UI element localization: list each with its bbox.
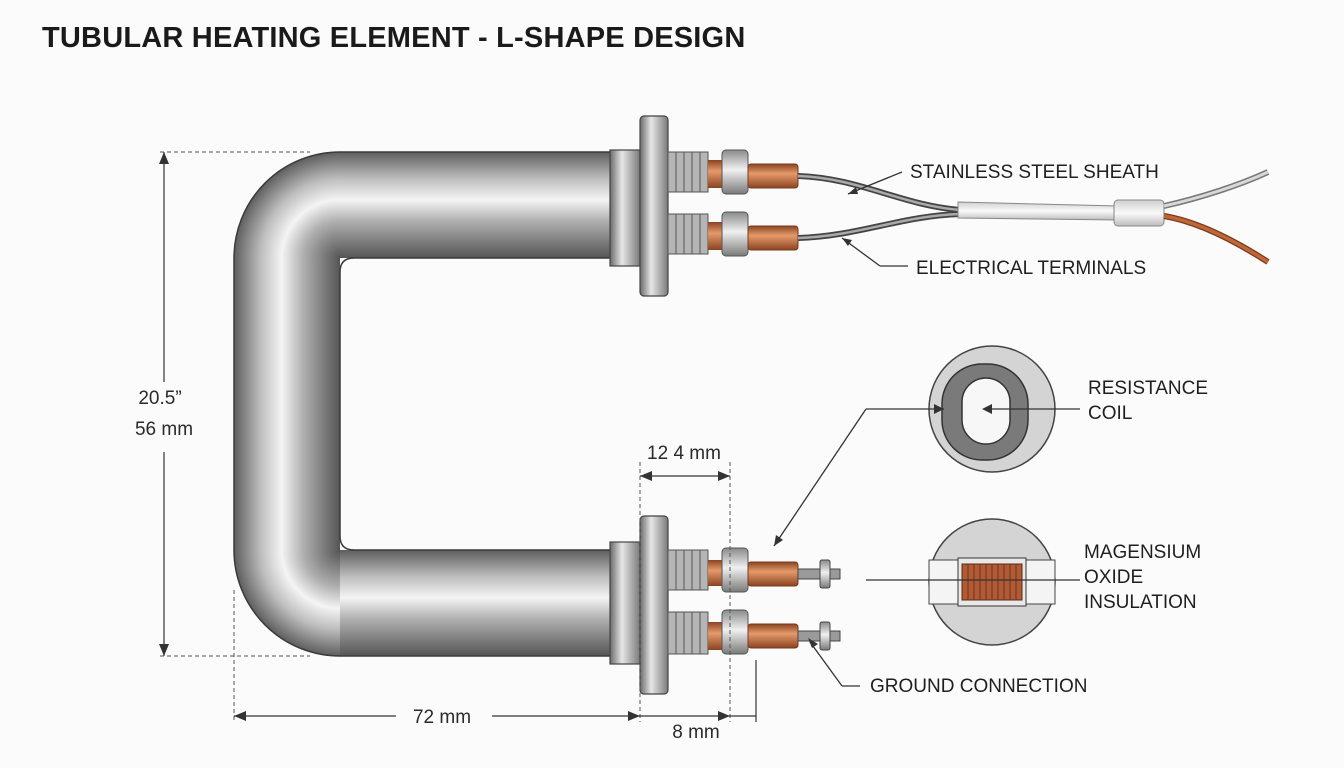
bottom-flange	[639, 515, 669, 695]
bottom-thread-lower	[667, 611, 709, 655]
bottom-terminal-pin-upper	[747, 561, 799, 587]
bottom-nut-upper	[721, 547, 749, 593]
cross-section-insulation	[928, 518, 1056, 646]
top-nut-lower	[721, 211, 749, 257]
bottom-terminal-pin-lower	[747, 623, 799, 649]
top-thread-lower	[667, 213, 709, 255]
top-thread-upper	[667, 151, 709, 193]
diagram-title: TUBULAR HEATING ELEMENT - L-SHAPE DESIGN	[42, 22, 746, 54]
bottom-nut-lower	[721, 609, 749, 655]
top-terminal-pin-upper	[747, 163, 799, 189]
top-terminal-pin-lower	[747, 225, 799, 251]
dimension-flange: 12 4 mm	[647, 443, 721, 464]
top-flange	[639, 115, 669, 297]
tube-vertical	[234, 258, 340, 550]
wire-sleeve	[957, 201, 1119, 221]
dimension-height-mm: 56 mm	[135, 419, 193, 440]
label-mgo-line1: MAGENSIUM	[1084, 542, 1201, 563]
tube-top-leg	[340, 152, 612, 258]
wire-copper	[1163, 213, 1270, 265]
top-nut-upper	[721, 149, 749, 195]
tube-bend-bottom	[234, 550, 340, 656]
label-coil-line2: COIL	[1088, 403, 1132, 424]
lead-wires	[797, 169, 1270, 265]
label-mgo-line2: OXIDE	[1084, 567, 1143, 588]
label-coil-line1: RESISTANCE	[1088, 378, 1208, 399]
label-sheath: STAINLESS STEEL SHEATH	[910, 162, 1159, 183]
dimension-height-in: 20.5”	[138, 388, 181, 409]
dimension-lines	[159, 151, 757, 722]
bottom-stud-lower	[797, 621, 841, 651]
tube-inner-edge	[339, 257, 612, 551]
top-fitting	[609, 115, 799, 297]
bottom-fitting	[609, 515, 841, 695]
label-terminals: ELECTRICAL TERMINALS	[916, 258, 1146, 279]
tube-body	[233, 151, 612, 657]
leader-lines	[773, 171, 1080, 687]
bottom-thread-upper	[667, 549, 709, 591]
dimension-width: 72 mm	[413, 707, 471, 728]
tube-outer-edge	[233, 151, 612, 657]
label-ground: GROUND CONNECTION	[870, 676, 1087, 697]
dimension-terminal: 8 mm	[672, 722, 720, 743]
bottom-stud-upper	[797, 559, 841, 589]
label-mgo-line3: INSULATION	[1084, 592, 1197, 613]
tube-bend-top	[234, 152, 340, 258]
tube-bottom-leg	[340, 550, 612, 656]
wire-sleeve-collar	[1113, 199, 1165, 227]
